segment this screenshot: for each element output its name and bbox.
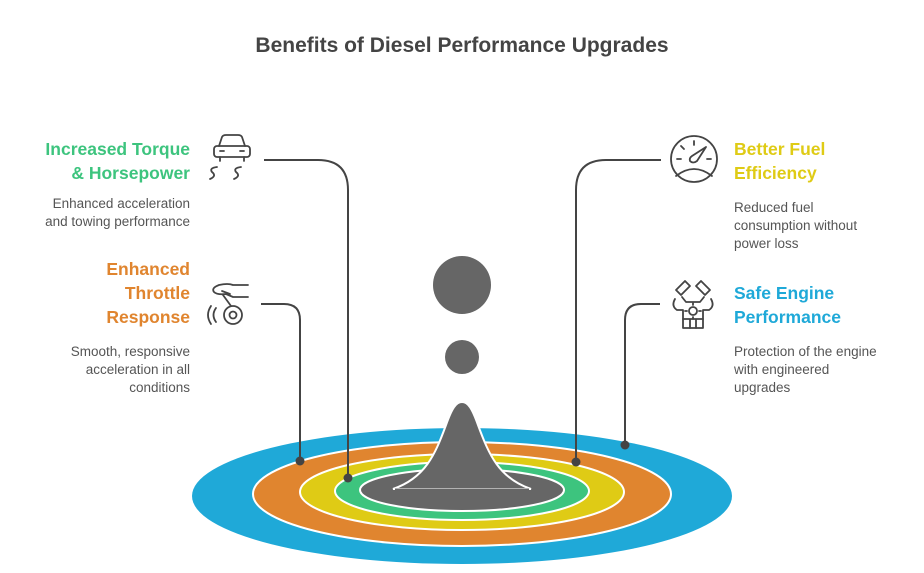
connector-throttle	[261, 303, 301, 461]
diagram-title: Benefits of Diesel Performance Upgrades	[255, 34, 669, 57]
connector-dot-fuel	[571, 457, 581, 467]
connector-fuel	[575, 159, 661, 462]
droplet-small	[445, 340, 479, 374]
throttle-description: Smooth, responsive acceleration in all c…	[70, 344, 190, 395]
engine-description: Protection of the engine with engineered…	[734, 344, 877, 395]
car-skid-icon	[209, 134, 251, 180]
connector-dot-engine	[620, 440, 630, 450]
connector-dot-throttle	[295, 456, 305, 466]
fuel-description: Reduced fuel consumption without power l…	[734, 200, 858, 251]
engine-title: Safe Engine Performance	[734, 283, 841, 327]
hand-pedal-icon	[207, 283, 249, 325]
throttle-title: Enhanced Throttle Response	[106, 259, 190, 327]
splash-peak	[392, 400, 532, 490]
fuel-title: Better Fuel Efficiency	[734, 139, 826, 183]
engine-icon	[672, 280, 714, 329]
connector-dot-torque	[343, 473, 353, 483]
torque-title: Increased Torque & Horsepower	[45, 139, 190, 183]
connector-torque	[264, 159, 349, 478]
connector-engine	[624, 303, 660, 445]
torque-description: Enhanced acceleration and towing perform…	[45, 196, 190, 229]
speedometer-icon	[670, 135, 718, 183]
droplet-large	[433, 256, 491, 314]
